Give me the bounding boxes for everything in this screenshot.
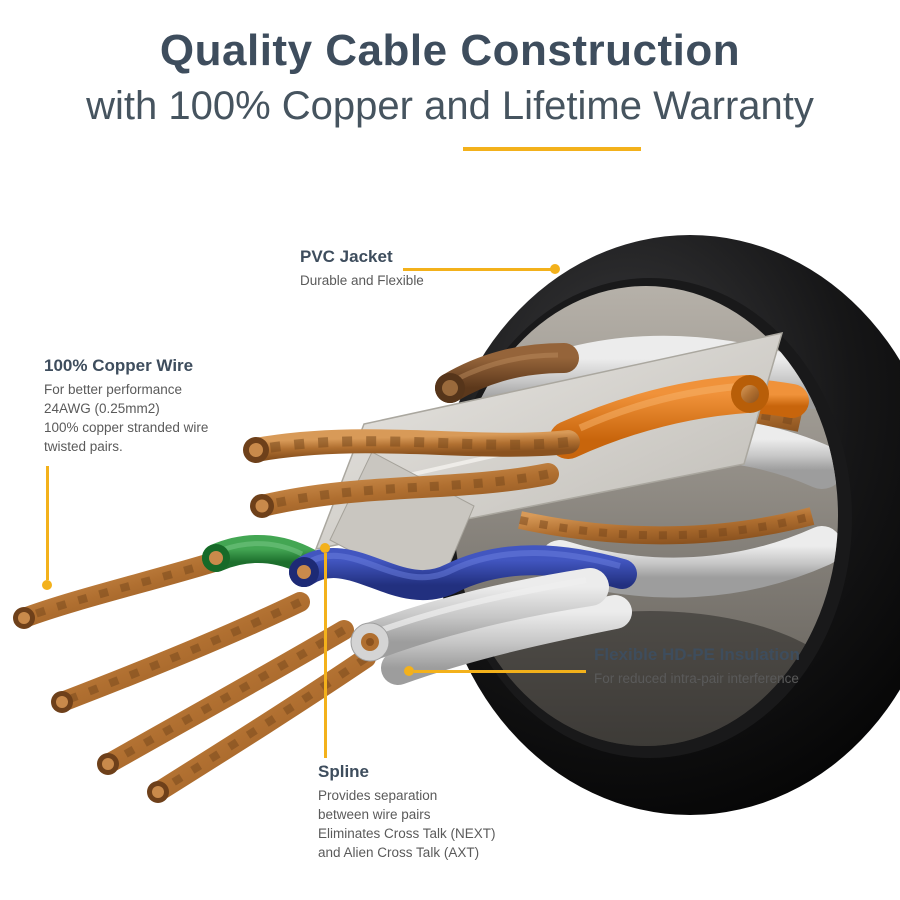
callout-insulation-desc: For reduced intra-pair interference	[594, 671, 799, 686]
page-subtitle: with 100% Copper and Lifetime Warranty	[86, 84, 814, 128]
callout-pvc-jacket-desc: Durable and Flexible	[300, 273, 424, 288]
callout-copper-wire-line: twisted pairs.	[44, 439, 123, 455]
callout-copper-wire-line: 100% copper stranded wire	[44, 420, 209, 436]
wire-brown	[435, 343, 579, 403]
callout-spline-title: Spline	[318, 762, 370, 781]
callout-insulation: Flexible HD-PE Insulation For reduced in…	[594, 645, 824, 688]
callout-pvc-jacket: PVC Jacket Durable and Flexible	[300, 247, 424, 290]
callout-insulation-title: Flexible HD-PE Insulation	[594, 645, 800, 664]
leader-dot-pvc-jacket	[550, 264, 560, 274]
leader-line-copper-wire	[46, 466, 49, 580]
leader-line-insulation	[414, 670, 586, 673]
callout-copper-wire-line: 24AWG (0.25mm2)	[44, 401, 160, 417]
callout-spline: Spline Provides separation between wire …	[318, 762, 538, 863]
copper-pairs-lower	[13, 552, 376, 803]
callout-pvc-jacket-title: PVC Jacket	[300, 247, 393, 266]
page-title: Quality Cable Construction	[159, 26, 741, 75]
leader-dot-insulation	[404, 666, 414, 676]
wires-hdpe-gray	[350, 568, 632, 685]
leader-dot-copper-wire	[42, 580, 52, 590]
wire-blue	[289, 545, 637, 601]
callout-copper-wire-title: 100% Copper Wire	[44, 356, 194, 375]
callout-copper-wire: 100% Copper Wire For better performance …	[44, 356, 244, 457]
copper-pair-upper	[243, 429, 580, 518]
leader-line-pvc-jacket	[403, 268, 553, 271]
leader-dot-spline	[320, 543, 330, 553]
callout-spline-line: Eliminates Cross Talk (NEXT)	[318, 826, 496, 842]
accent-underline	[463, 147, 641, 151]
callout-spline-line: between wire pairs	[318, 807, 431, 823]
callout-spline-line: and Alien Cross Talk (AXT)	[318, 845, 480, 861]
header: Quality Cable Construction with 100% Cop…	[0, 26, 900, 129]
wire-orange	[549, 375, 769, 459]
leader-line-spline	[324, 553, 327, 758]
callout-copper-wire-line: For better performance	[44, 382, 183, 397]
callout-spline-line: Provides separation	[318, 788, 438, 803]
